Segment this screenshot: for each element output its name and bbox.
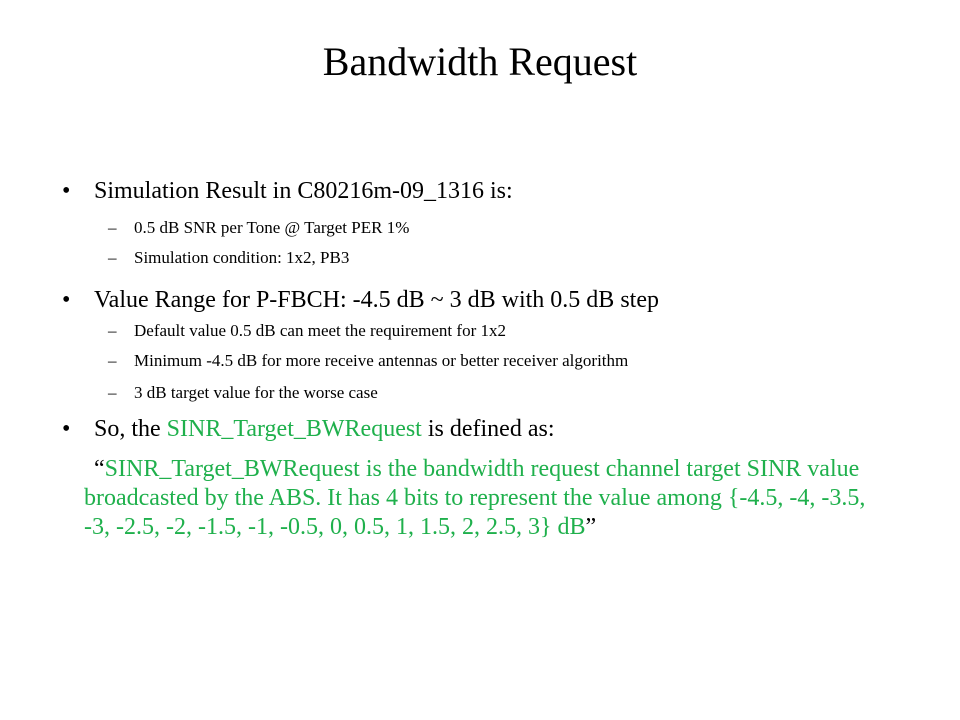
sub-bullet-item: – Simulation condition: 1x2, PB3 [108, 247, 350, 269]
sub-bullet-item: – 0.5 dB SNR per Tone @ Target PER 1% [108, 217, 410, 239]
sub-bullet-item: – Minimum -4.5 dB for more receive anten… [108, 350, 629, 372]
sub-bullet-item: – Default value 0.5 dB can meet the requ… [108, 320, 506, 342]
dash-icon: – [108, 383, 117, 402]
bullet-suffix: is defined as: [421, 416, 555, 442]
definition-quote: “SINR_Target_BWRequest is the bandwidth … [84, 455, 884, 542]
sub-bullet-item: – 3 dB target value for the worse case [108, 382, 378, 404]
close-quote: ” [585, 514, 597, 540]
quote-body: SINR_Target_BWRequest is the bandwidth r… [84, 456, 866, 540]
bullet-text: Value Range for P-FBCH: -4.5 dB ~ 3 dB w… [94, 287, 659, 313]
bullet-icon: • [62, 287, 71, 313]
sub-bullet-text: 0.5 dB SNR per Tone @ Target PER 1% [134, 218, 410, 237]
bullet-item-definition: • So, the SINR_Target_BWRequest is defin… [62, 415, 555, 443]
dash-icon: – [108, 218, 117, 237]
sub-bullet-text: Minimum -4.5 dB for more receive antenna… [134, 351, 629, 370]
slide-title: Bandwidth Request [322, 39, 638, 84]
dash-icon: – [108, 248, 117, 267]
bullet-prefix: So, the [94, 416, 167, 442]
dash-icon: – [108, 351, 117, 370]
sub-bullet-text: Default value 0.5 dB can meet the requir… [134, 321, 506, 340]
sub-bullet-text: Simulation condition: 1x2, PB3 [134, 248, 350, 267]
open-quote: “ [94, 456, 105, 482]
bullet-text: Simulation Result in C80216m-09_1316 is: [94, 178, 513, 204]
bullet-item-value-range: • Value Range for P-FBCH: -4.5 dB ~ 3 dB… [62, 286, 659, 314]
sub-bullet-text: 3 dB target value for the worse case [134, 383, 378, 402]
dash-icon: – [108, 321, 117, 340]
bullet-icon: • [62, 416, 71, 442]
bullet-icon: • [62, 178, 71, 204]
bullet-item-simulation-result: • Simulation Result in C80216m-09_1316 i… [62, 177, 513, 205]
highlight-term: SINR_Target_BWRequest [166, 416, 422, 442]
